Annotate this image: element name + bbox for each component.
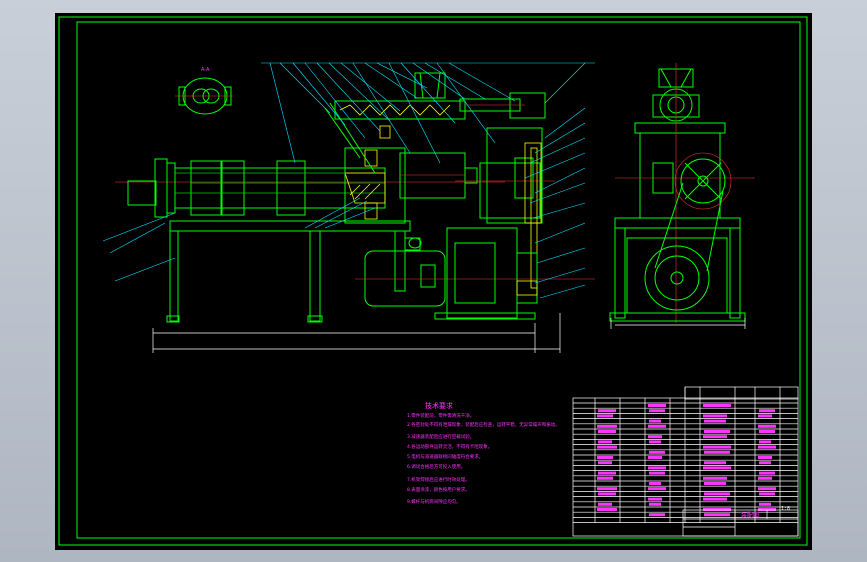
drive-motor-small xyxy=(509,92,546,119)
die-flange xyxy=(154,158,168,218)
side-view xyxy=(609,63,755,329)
technical-requirements: 技术要求 1.零件装配前，零件需清洗干净。 2.各密封处不得有泄漏现象，装配后应… xyxy=(407,401,560,505)
parts-list-entries xyxy=(597,404,776,517)
table-entry-mark xyxy=(649,502,661,506)
tech-req-line: 3.减速器装配后应进行空载试验。 xyxy=(407,433,474,440)
table-entry-mark xyxy=(758,414,772,418)
drawing-canvas[interactable]: A-A xyxy=(55,13,812,550)
table-entry-mark xyxy=(703,404,731,407)
table-entry-mark xyxy=(703,445,731,449)
table-entry-mark xyxy=(759,502,771,506)
part-leaders-right xyxy=(524,107,586,299)
table-entry-mark xyxy=(649,450,665,454)
main-motor xyxy=(355,227,595,320)
inner-frame xyxy=(76,21,801,539)
table-entry-mark xyxy=(648,466,666,470)
table-entry-mark xyxy=(598,492,616,496)
svg-text:A-A: A-A xyxy=(201,67,210,73)
tech-req-line: 5.电机与减速器联接同轴度符合要求。 xyxy=(407,453,483,460)
table-entry-mark xyxy=(704,450,730,454)
table-entry-mark xyxy=(759,440,771,444)
table-entry-mark xyxy=(597,445,617,449)
table-entry-mark xyxy=(597,424,617,428)
bearing-housing-section xyxy=(324,102,406,224)
detail-section-view: A-A xyxy=(175,67,233,115)
tech-req-title: 技术要求 xyxy=(425,401,453,410)
table-entry-mark xyxy=(704,419,726,423)
table-entry-mark xyxy=(598,430,616,433)
table-entry-mark xyxy=(704,430,730,433)
main-view: A-A xyxy=(102,62,595,353)
table-entry-mark xyxy=(597,476,613,480)
table-entry-mark xyxy=(759,409,775,413)
table-entry-mark xyxy=(649,513,665,517)
table-entry-mark xyxy=(703,508,731,511)
tech-req-line: 4.各运动部件运转灵活，不得有卡阻现象。 xyxy=(407,443,492,450)
table-entry-mark xyxy=(703,476,727,480)
tech-req-line: 9.螺杆与机筒间隙应均匀。 xyxy=(407,498,461,505)
table-entry-mark xyxy=(703,497,727,501)
tech-req-line: 8.表面涂漆，颜色按用户要求。 xyxy=(407,486,470,493)
table-entry-mark xyxy=(758,476,772,480)
table-entry-mark xyxy=(703,466,731,470)
drawing-title: 装配图 xyxy=(741,511,759,519)
table-entry-mark xyxy=(758,508,776,511)
table-entry-mark xyxy=(703,414,727,418)
table-entry-mark xyxy=(598,502,612,506)
dimension-lines xyxy=(152,313,561,353)
table-entry-mark xyxy=(649,419,661,423)
table-entry-mark xyxy=(597,456,613,459)
table-entry-mark xyxy=(648,424,666,428)
outer-frame xyxy=(58,16,808,546)
table-entry-mark xyxy=(598,461,612,465)
tech-req-line: 6.调试合格后方可投入使用。 xyxy=(407,463,465,470)
barrel xyxy=(174,167,386,209)
table-entry-mark xyxy=(649,482,661,485)
table-entry-mark xyxy=(758,456,772,459)
table-entry-mark xyxy=(759,471,775,475)
table-entry-mark xyxy=(704,492,730,496)
table-entry-mark xyxy=(649,409,665,413)
table-entry-mark xyxy=(704,513,730,517)
table-entry-mark xyxy=(648,497,662,501)
table-entry-mark xyxy=(648,487,666,491)
table-entry-mark xyxy=(649,440,661,444)
table-entry-mark xyxy=(598,471,616,475)
table-entry-mark xyxy=(649,471,665,475)
table-entry-mark xyxy=(759,492,775,496)
table-entry-mark xyxy=(758,487,776,491)
parts-list-rows xyxy=(573,402,798,523)
part-leaders-left xyxy=(102,197,376,282)
table-entry-mark xyxy=(759,430,775,433)
table-entry-mark xyxy=(703,435,727,439)
part-leaders-top xyxy=(261,62,595,164)
table-entry-mark xyxy=(597,508,617,511)
gearbox xyxy=(399,127,555,289)
tech-req-line: 7.机架焊接后应进行时效处理。 xyxy=(407,476,470,483)
tech-req-line: 2.各密封处不得有泄漏现象，装配后应检查，运转平稳，无异常噪声和振动。 xyxy=(407,421,560,428)
table-entry-mark xyxy=(648,435,662,439)
table-entry-mark xyxy=(648,456,662,459)
table-entry-mark xyxy=(597,414,613,418)
title-block: 装配图 1:8 xyxy=(682,506,799,537)
pulley-large xyxy=(674,152,732,210)
cad-drawing: A-A xyxy=(58,16,808,546)
table-entry-mark xyxy=(758,424,776,428)
table-entry-mark xyxy=(648,404,666,407)
reducer xyxy=(446,227,518,319)
table-entry-mark xyxy=(758,445,776,449)
table-entry-mark xyxy=(704,482,726,485)
hopper xyxy=(414,72,446,99)
table-entry-mark xyxy=(597,487,617,491)
table-entry-mark xyxy=(704,461,726,465)
table-entry-mark xyxy=(598,440,612,444)
drawing-scale: 1:8 xyxy=(781,506,790,512)
pulley-motor xyxy=(644,245,710,311)
table-entry-mark xyxy=(598,409,616,413)
base-frame xyxy=(166,220,411,323)
table-entry-mark xyxy=(759,461,771,465)
tech-req-line: 1.零件装配前，零件需清洗干净。 xyxy=(407,412,474,419)
